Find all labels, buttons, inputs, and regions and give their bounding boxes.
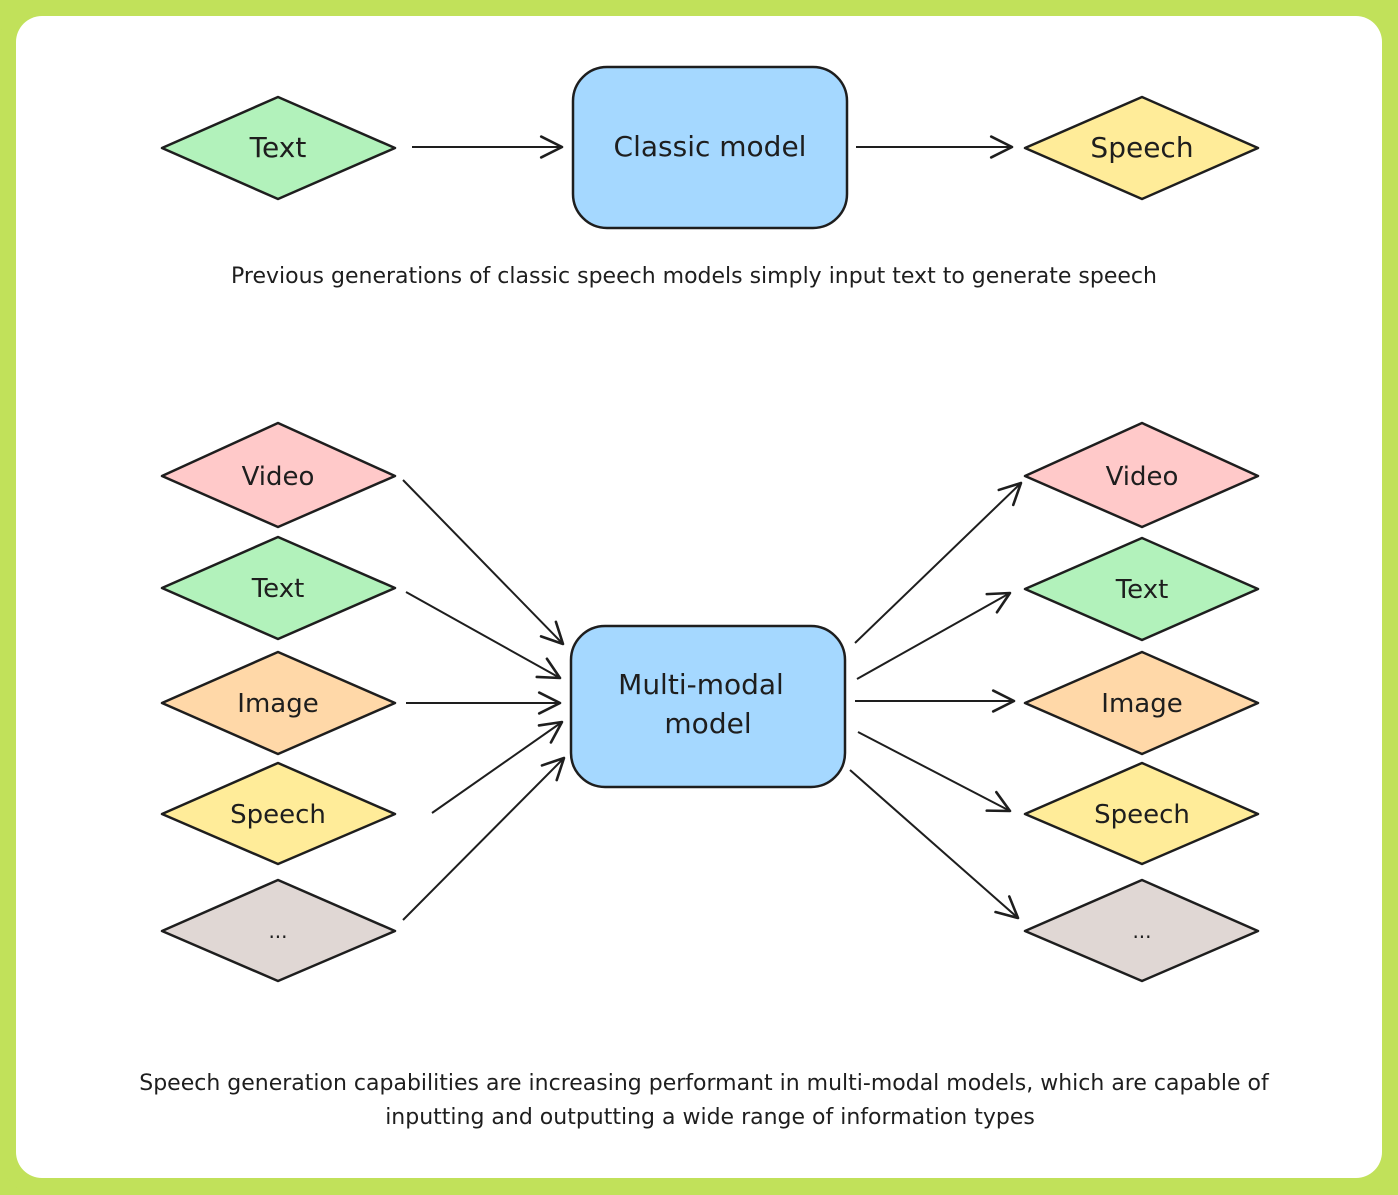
bottom-caption-line1: Speech generation capabilities are incre… bbox=[139, 1071, 1270, 1096]
input-label-speech: Speech bbox=[230, 800, 326, 830]
output-diamond-more bbox=[1023, 878, 1260, 983]
classic-model-label: Classic model bbox=[614, 130, 807, 163]
output-label-video: Video bbox=[1106, 462, 1179, 492]
output-label-text: Text bbox=[1115, 575, 1169, 605]
output-node-image: Image bbox=[1023, 650, 1260, 756]
multimodal-model-box bbox=[569, 624, 847, 789]
arrow-model-to-speech bbox=[857, 731, 1012, 813]
input-diamond-text bbox=[160, 535, 397, 641]
input-diamond-speech bbox=[160, 761, 397, 866]
input-diamond-video bbox=[160, 421, 397, 529]
output-label-speech: Speech bbox=[1094, 800, 1190, 830]
input-diamond-image bbox=[160, 650, 397, 756]
arrow-text-to-model bbox=[405, 591, 562, 680]
input-label-video: Video bbox=[242, 462, 315, 492]
top-output-diamond bbox=[1023, 95, 1260, 201]
top-input-diamond bbox=[160, 95, 397, 201]
output-node-text: Text bbox=[1023, 536, 1260, 642]
arrow-model-to-video bbox=[854, 481, 1023, 644]
output-node-speech: Speech bbox=[1023, 761, 1260, 866]
output-node-video: Video bbox=[1023, 421, 1260, 529]
arrow-model-to-text bbox=[856, 591, 1012, 680]
top-input-text-node: Text bbox=[160, 95, 397, 201]
top-input-label: Text bbox=[249, 131, 307, 164]
arrow-video-to-model bbox=[402, 479, 565, 646]
classic-model-node: Classic model bbox=[571, 65, 849, 230]
classic-model-box bbox=[571, 65, 849, 230]
multimodal-model-label-line2: model bbox=[664, 707, 751, 740]
output-diamond-speech bbox=[1023, 761, 1260, 866]
multimodal-model-node: Multi-modal model bbox=[569, 624, 847, 789]
output-label-more: ... bbox=[1132, 919, 1151, 943]
top-output-label: Speech bbox=[1090, 131, 1193, 164]
input-diamond-more bbox=[160, 878, 397, 983]
output-label-image: Image bbox=[1101, 689, 1182, 719]
top-output-speech-node: Speech bbox=[1023, 95, 1260, 201]
input-label-text: Text bbox=[251, 574, 305, 604]
bottom-caption-line2: inputting and outputting a wide range of… bbox=[385, 1105, 1035, 1130]
input-label-image: Image bbox=[237, 689, 318, 719]
input-node-speech: Speech bbox=[160, 761, 397, 866]
arrow-model-to-more bbox=[849, 769, 1020, 920]
multimodal-model-label-line1: Multi-modal bbox=[618, 668, 784, 701]
input-node-more: ... bbox=[160, 878, 397, 983]
arrow-more-to-model bbox=[402, 756, 566, 921]
output-diamond-image bbox=[1023, 650, 1260, 756]
input-node-video: Video bbox=[160, 421, 397, 529]
output-node-more: ... bbox=[1023, 878, 1260, 983]
input-label-more: ... bbox=[268, 919, 287, 943]
top-caption: Previous generations of classic speech m… bbox=[231, 264, 1157, 289]
output-diamond-text bbox=[1023, 536, 1260, 642]
output-diamond-video bbox=[1023, 421, 1260, 529]
arrow-speech-to-model bbox=[431, 720, 564, 814]
input-node-image: Image bbox=[160, 650, 397, 756]
input-node-text: Text bbox=[160, 535, 397, 641]
